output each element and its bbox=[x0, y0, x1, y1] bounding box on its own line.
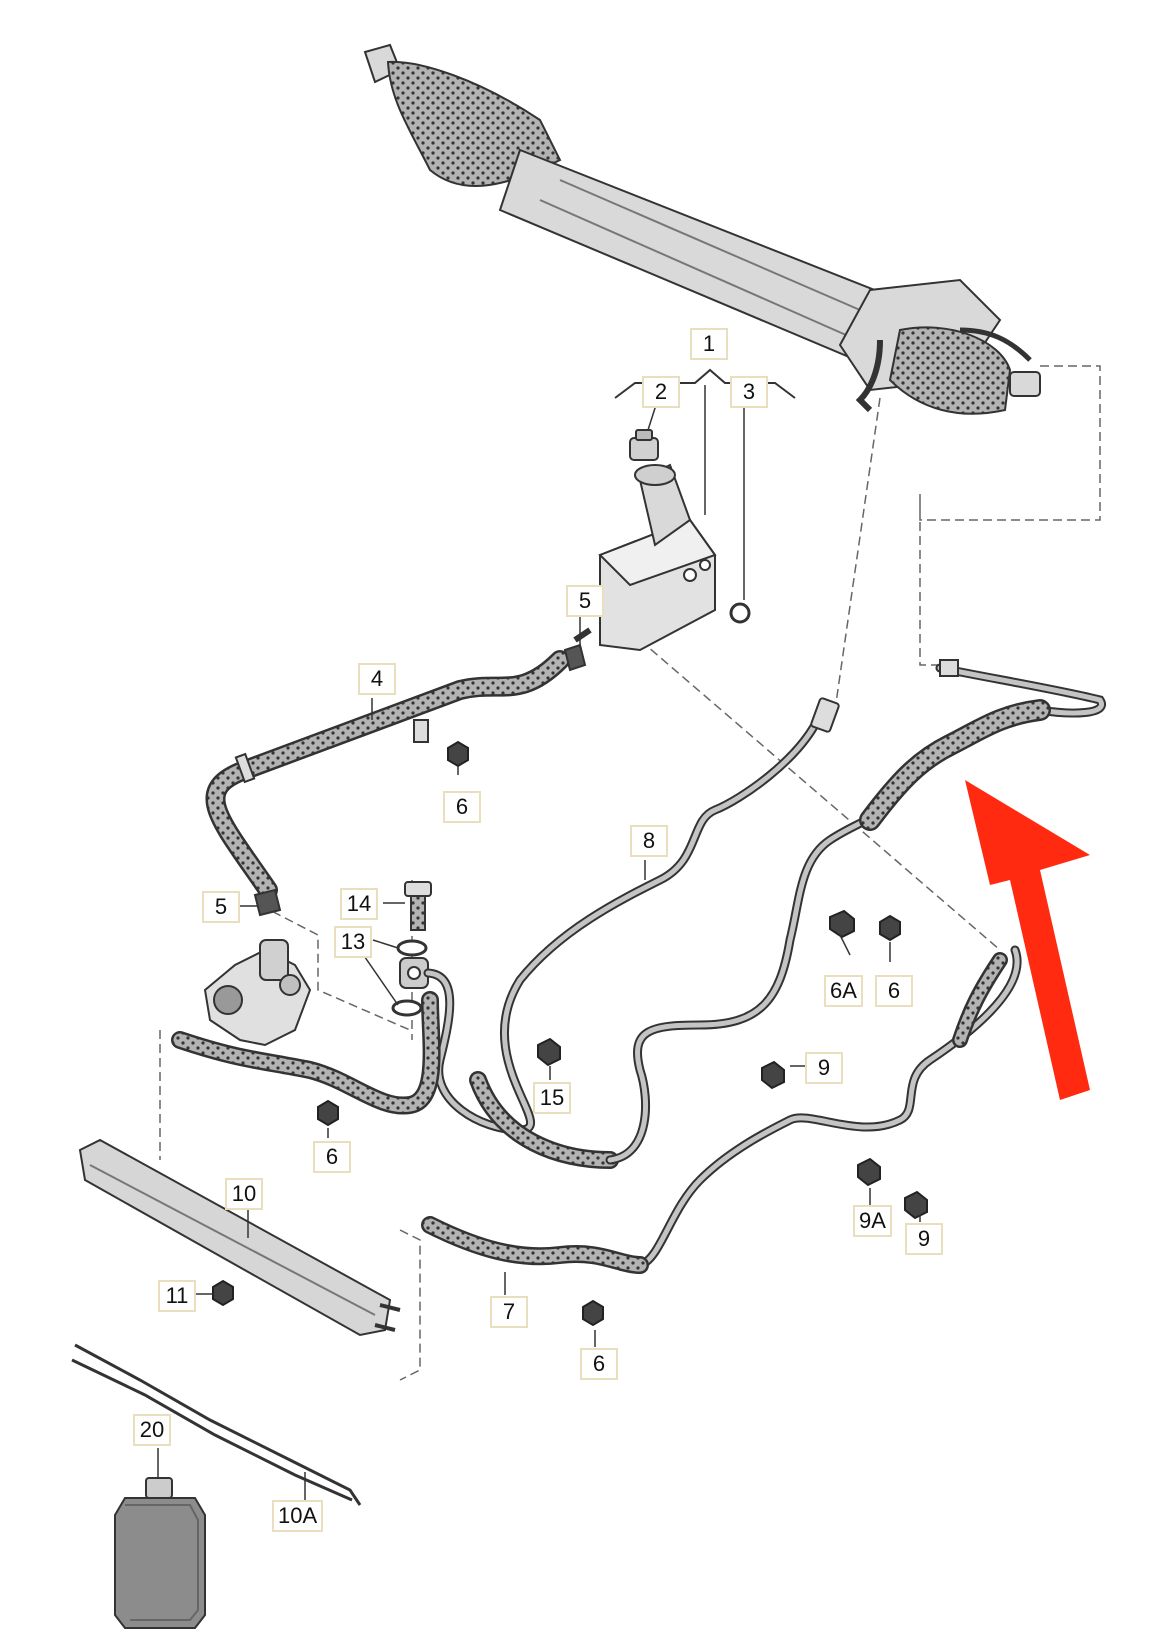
callout-2: 2 bbox=[642, 376, 680, 408]
hose-clip-upper bbox=[563, 643, 587, 672]
callout-14: 14 bbox=[340, 888, 378, 920]
bolt-9-upper bbox=[761, 1060, 785, 1090]
callout-5-upper: 5 bbox=[566, 585, 604, 617]
callout-10: 10 bbox=[225, 1178, 263, 1210]
steering-rack bbox=[363, 43, 1041, 415]
return-hose-lower bbox=[171, 785, 905, 1165]
hex-nut-11 bbox=[212, 1279, 234, 1307]
hose-clip-lower bbox=[253, 888, 282, 917]
hex-nut-6-right bbox=[879, 914, 901, 942]
callout-11: 11 bbox=[158, 1280, 196, 1312]
fluid-reservoir bbox=[573, 463, 717, 652]
hex-nut-6-upper bbox=[447, 740, 469, 768]
rack-bellows-right bbox=[888, 326, 1012, 415]
power-steering-pump bbox=[203, 939, 312, 1047]
callout-5-lower: 5 bbox=[202, 891, 240, 923]
sealing-ring-upper bbox=[396, 939, 428, 957]
callout-20: 20 bbox=[133, 1414, 171, 1446]
reservoir-seal bbox=[729, 602, 751, 624]
hex-nuts bbox=[212, 740, 901, 1327]
bolt-6A bbox=[829, 909, 855, 939]
bolts bbox=[537, 909, 928, 1220]
callout-6-right: 6 bbox=[875, 975, 913, 1007]
callout-6-lower: 6 bbox=[580, 1348, 618, 1380]
callout-15: 15 bbox=[533, 1082, 571, 1114]
pressure-line bbox=[423, 697, 840, 1169]
bolt-15 bbox=[537, 1037, 561, 1067]
callout-9-lower: 9 bbox=[905, 1223, 943, 1255]
red-arrow-indicator bbox=[965, 780, 1090, 1100]
callout-4: 4 bbox=[358, 663, 396, 695]
callout-6-upper: 6 bbox=[443, 791, 481, 823]
callout-8: 8 bbox=[630, 825, 668, 857]
callout-6A: 6A bbox=[824, 975, 863, 1007]
leader-2 bbox=[647, 404, 657, 431]
fluid-cooler bbox=[78, 1138, 401, 1337]
hollow-bolt bbox=[404, 881, 432, 931]
callout-1-bracket bbox=[614, 368, 796, 399]
banjo-fitting bbox=[399, 957, 429, 989]
cooler-return-hose bbox=[421, 945, 1022, 1274]
callout-7: 7 bbox=[490, 1296, 528, 1328]
hydraulic-fluid-bottle bbox=[114, 1477, 206, 1629]
hex-nut-6-mid bbox=[317, 1099, 339, 1127]
rack-bellows-left bbox=[386, 60, 562, 187]
hex-nut-6-lower bbox=[582, 1299, 604, 1327]
leader-13a bbox=[372, 939, 399, 949]
return-line-highlighted bbox=[859, 659, 1107, 831]
callout-10A: 10A bbox=[272, 1500, 324, 1532]
leader-lines bbox=[157, 615, 921, 1478]
clip-9A bbox=[857, 1157, 881, 1187]
callout-3: 3 bbox=[730, 376, 768, 408]
callout-6-mid: 6 bbox=[313, 1141, 351, 1173]
suction-hose bbox=[205, 650, 570, 900]
sealing-ring-lower bbox=[391, 999, 423, 1017]
callout-1: 1 bbox=[690, 328, 728, 360]
leader-13b bbox=[359, 949, 399, 1006]
dashed-guide-lines bbox=[159, 365, 1101, 1381]
bolt-9-lower bbox=[904, 1190, 928, 1220]
callout-13: 13 bbox=[334, 926, 372, 958]
callout-9-upper: 9 bbox=[805, 1052, 843, 1084]
cooler-bracket bbox=[71, 1343, 362, 1506]
reservoir-cap bbox=[629, 429, 659, 461]
callout-9A: 9A bbox=[853, 1205, 892, 1237]
